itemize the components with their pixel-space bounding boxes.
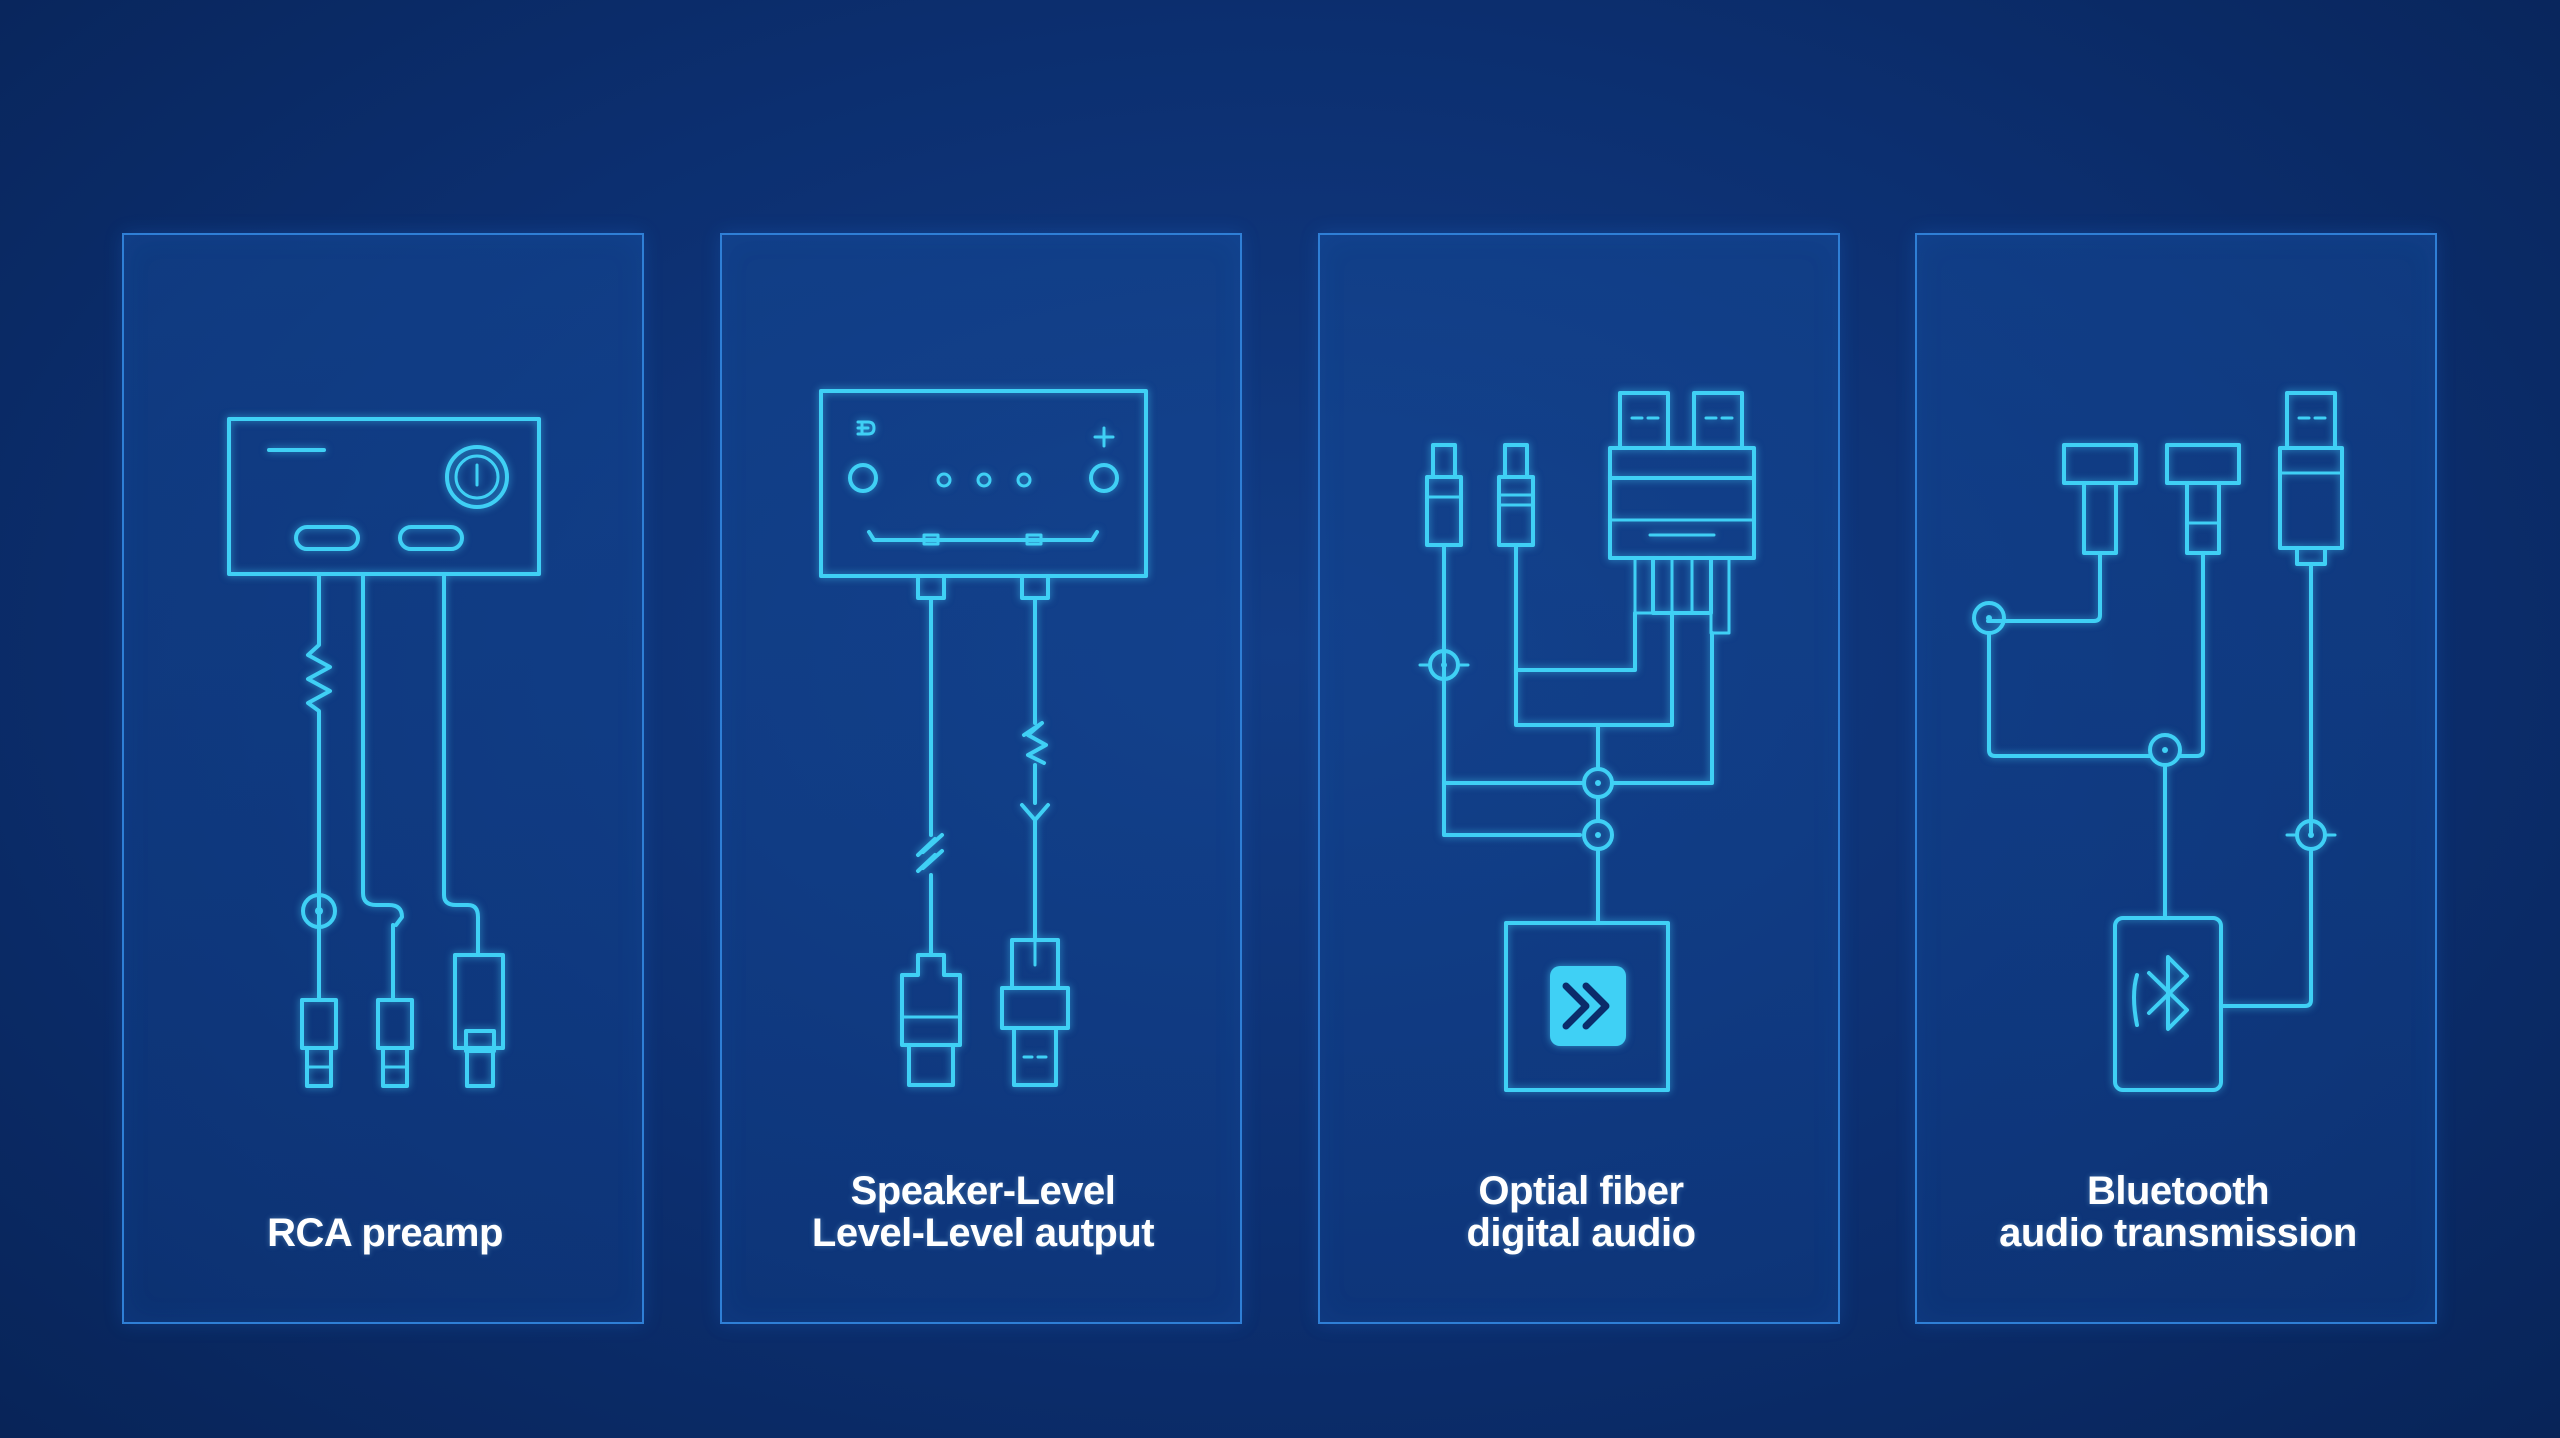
panel-optical-fiber: Optial fiber digital audio bbox=[1318, 233, 1840, 1324]
bluetooth-diagram-icon bbox=[1972, 391, 2344, 1092]
panel-rca-preamp: RCA preamp bbox=[122, 233, 644, 1324]
panel-label-bluetooth: Bluetooth audio transmission bbox=[1917, 1170, 2439, 1254]
optical-fiber-diagram-icon bbox=[1418, 391, 1756, 1092]
speaker-level-diagram-icon bbox=[819, 389, 1148, 1087]
rca-preamp-diagram-icon bbox=[227, 417, 541, 1088]
label-line: audio transmission bbox=[1999, 1211, 2357, 1255]
panel-speaker-level: Speaker-Level Level-Level autput bbox=[720, 233, 1242, 1324]
label-line: digital audio bbox=[1466, 1211, 1696, 1255]
panel-label-speaker: Speaker-Level Level-Level autput bbox=[722, 1170, 1244, 1254]
label-line: Optial fiber bbox=[1478, 1169, 1684, 1213]
panel-bluetooth: Bluetooth audio transmission bbox=[1915, 233, 2437, 1324]
label-line: Speaker-Level bbox=[850, 1169, 1116, 1213]
panel-label-optical: Optial fiber digital audio bbox=[1320, 1170, 1842, 1254]
panel-label-rca: RCA preamp bbox=[124, 1212, 646, 1254]
label-line: Level-Level autput bbox=[811, 1211, 1155, 1255]
label-line: Bluetooth bbox=[2086, 1169, 2270, 1213]
label-line: RCA preamp bbox=[267, 1211, 503, 1255]
